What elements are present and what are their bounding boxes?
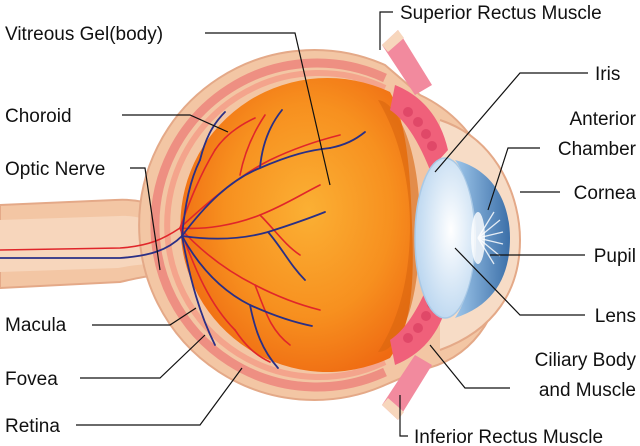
- label-lens: Lens: [595, 306, 636, 327]
- label-vitreous-gel: Vitreous Gel(body): [5, 24, 163, 45]
- label-ciliary-line2: and Muscle: [539, 380, 636, 401]
- label-cornea: Cornea: [574, 183, 637, 204]
- label-optic-nerve: Optic Nerve: [5, 159, 105, 180]
- pupil: [471, 212, 485, 264]
- label-iris: Iris: [595, 64, 620, 85]
- lens: [414, 157, 476, 319]
- choroid-layer: [150, 58, 387, 392]
- leader-lines: [76, 11, 588, 437]
- label-inferior-rectus-muscle: Inferior Rectus Muscle: [414, 427, 603, 446]
- label-macula: Macula: [5, 315, 67, 336]
- retinal-veins: [0, 109, 366, 369]
- label-pupil: Pupil: [594, 246, 636, 267]
- retina-layer: [164, 70, 387, 380]
- label-retina: Retina: [5, 416, 60, 437]
- label-anterior-chamber-line2: Chamber: [558, 139, 637, 160]
- retinal-arteries: [0, 114, 341, 363]
- inferior-rectus-tendon: [382, 398, 404, 420]
- label-anterior-chamber-line1: Anterior: [569, 109, 636, 130]
- label-superior-rectus-muscle: Superior Rectus Muscle: [400, 3, 602, 24]
- label-choroid: Choroid: [5, 106, 72, 127]
- superior-rectus-tendon: [382, 30, 404, 52]
- vitreous-shadow: [378, 100, 420, 352]
- label-fovea: Fovea: [5, 369, 58, 390]
- label-ciliary-line1: Ciliary Body: [535, 350, 637, 371]
